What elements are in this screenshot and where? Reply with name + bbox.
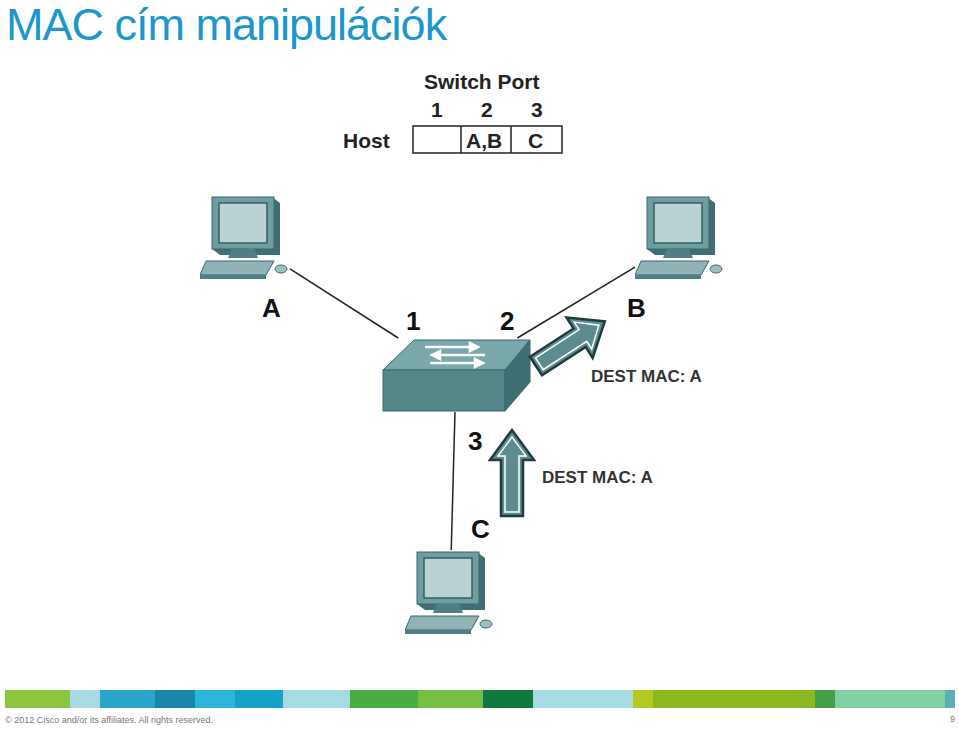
table-header: Switch Port: [424, 71, 540, 92]
port-number: 3: [468, 428, 482, 454]
computer-icon: [405, 552, 492, 634]
slide-title: MAC cím manipulációk: [6, 2, 446, 47]
frame-arrow: [490, 430, 534, 516]
footer-stripe: [5, 690, 955, 708]
computer-icon: [200, 197, 287, 279]
port-number: 1: [406, 308, 420, 334]
switch: 123: [380, 338, 532, 412]
table-header: 1: [431, 99, 443, 120]
table-header: 2: [481, 99, 493, 120]
host-computer: A: [200, 195, 290, 285]
table-row-header: Host: [343, 130, 390, 151]
table-header: 3: [531, 99, 543, 120]
port-number: 2: [500, 308, 514, 334]
table-frame: [413, 126, 562, 153]
host-label: C: [471, 516, 490, 542]
computer-icon: [635, 197, 722, 279]
frame-label: DEST MAC: A: [591, 368, 702, 385]
host-label: A: [262, 295, 281, 321]
host-label: B: [627, 295, 646, 321]
copyright: © 2012 Cisco and/or its affiliates. All …: [5, 716, 213, 725]
network-cable: [290, 269, 398, 338]
table-cell: A,B: [466, 130, 502, 151]
table-cell: C: [528, 130, 543, 151]
host-computer: B: [635, 195, 725, 285]
host-computer: C: [405, 550, 495, 640]
frame-label: DEST MAC: A: [542, 469, 653, 486]
switch-icon: [383, 340, 530, 411]
network-cable: [451, 412, 455, 550]
page-number: 9: [950, 715, 955, 724]
